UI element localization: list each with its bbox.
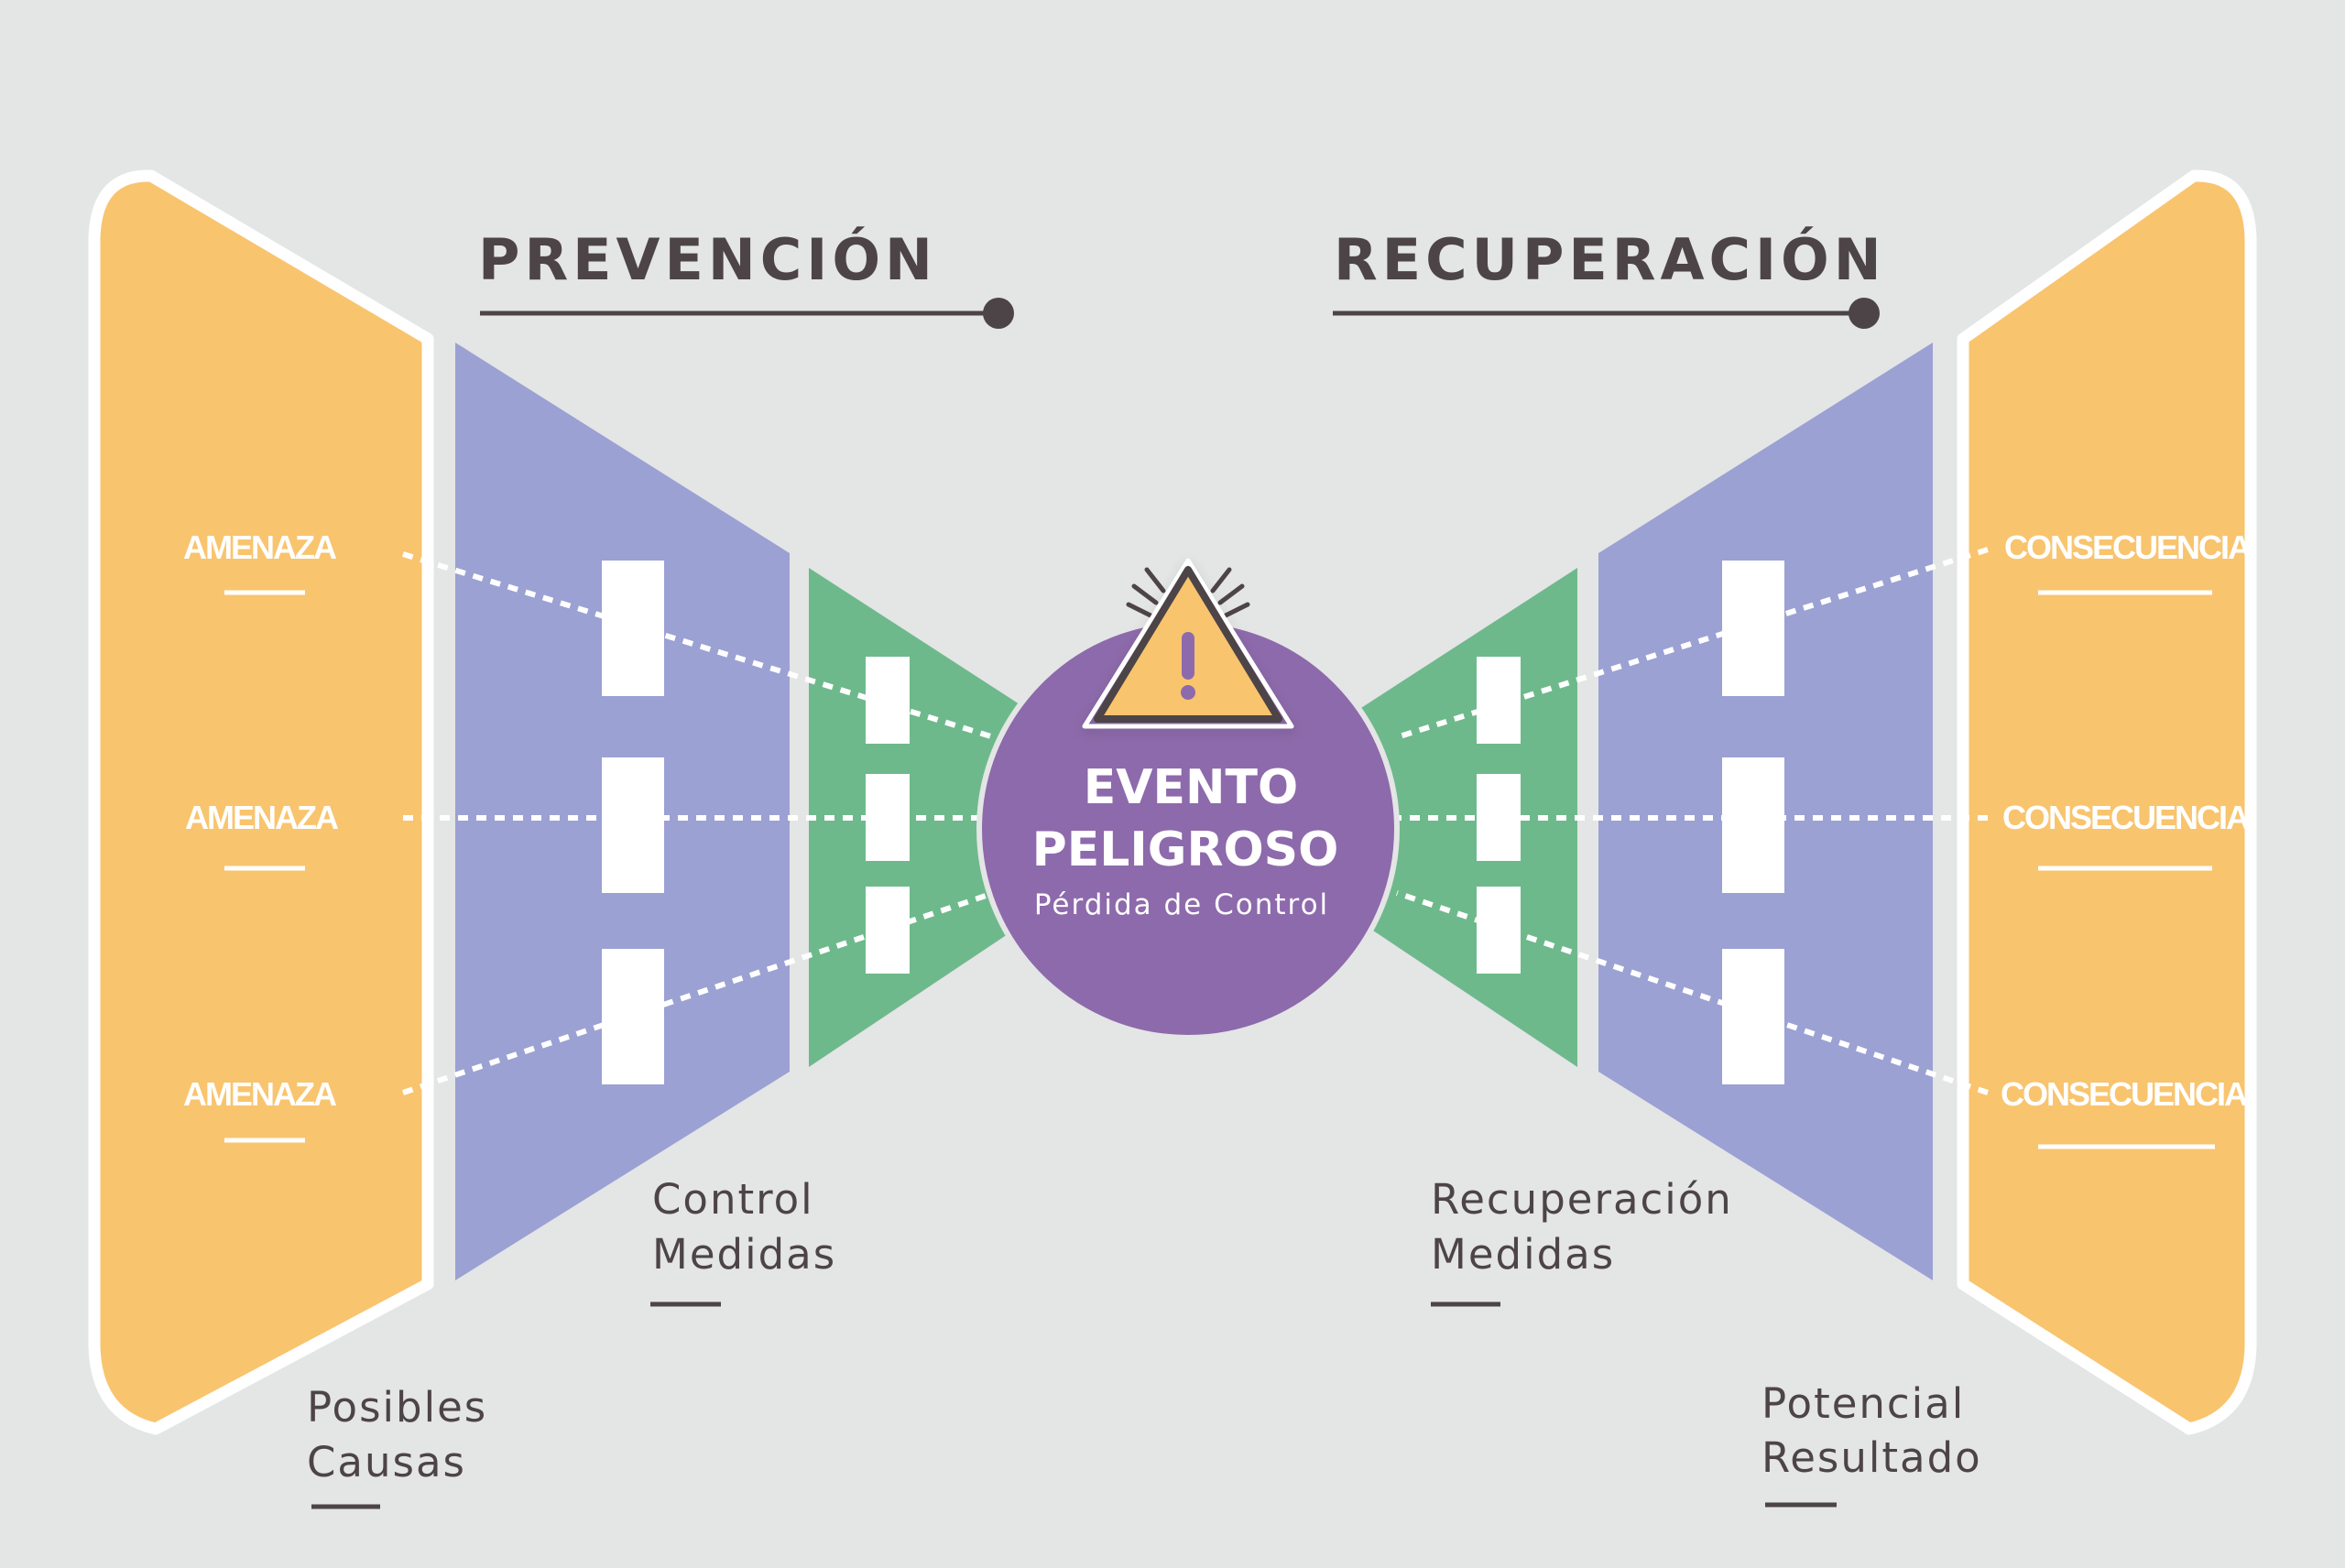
threat-label-1: AMENAZA <box>183 528 337 566</box>
barrier-right-3 <box>1722 949 1784 1084</box>
consequence-label-3: CONSECUENCIA <box>2001 1075 2248 1113</box>
caption-causes: Posibles Causas <box>307 1383 487 1509</box>
consequence-label-1: CONSECUENCIA <box>2004 528 2252 566</box>
caption-control-line1: Control <box>652 1175 814 1224</box>
caption-result-line2: Resultado <box>1761 1433 1982 1482</box>
threat-label-2: AMENAZA <box>185 799 339 836</box>
warning-icon <box>1082 558 1294 729</box>
caption-result-line1: Potencial <box>1761 1379 1965 1428</box>
event-title-line1: EVENTO <box>1084 760 1298 815</box>
consequence-label-2: CONSECUENCIA <box>2002 799 2250 836</box>
barrier-right-1 <box>1722 561 1784 696</box>
threat-labels: AMENAZA AMENAZA AMENAZA <box>183 528 341 1143</box>
recovery-dot <box>1849 298 1880 329</box>
caption-recovery: Recuperación Medidas <box>1431 1175 1733 1307</box>
threat-label-3: AMENAZA <box>183 1075 337 1113</box>
barrier-left-2 <box>602 757 664 893</box>
barrier-right-4 <box>1477 657 1521 744</box>
barrier-right-2 <box>1722 757 1784 893</box>
prevention-dot <box>983 298 1014 329</box>
caption-causes-line1: Posibles <box>307 1383 487 1432</box>
caption-recovery-line2: Medidas <box>1431 1230 1615 1279</box>
recovery-heading: RECUPERACIÓN <box>1334 226 1886 293</box>
caption-control: Control Medidas <box>650 1175 836 1307</box>
right-consequences-panel <box>1957 169 2257 1435</box>
barrier-right-5 <box>1477 774 1521 861</box>
consequence-labels: CONSECUENCIA CONSECUENCIA CONSECUENCIA <box>2001 528 2253 1149</box>
caption-recovery-line1: Recuperación <box>1431 1175 1733 1224</box>
barrier-right-6 <box>1477 887 1521 974</box>
caption-control-line2: Medidas <box>652 1230 836 1279</box>
left-causes-panel <box>88 169 434 1435</box>
prevention-heading: PREVENCIÓN <box>478 226 937 293</box>
barrier-left-1 <box>602 561 664 696</box>
event-title-line2: PELIGROSO <box>1032 822 1339 877</box>
right-inner-panel <box>1351 568 1577 1067</box>
barrier-left-3 <box>602 949 664 1084</box>
caption-result: Potencial Resultado <box>1761 1379 1982 1508</box>
event-subtitle: Pérdida de Control <box>1034 888 1329 921</box>
barrier-left-4 <box>866 657 910 744</box>
barrier-left-5 <box>866 774 910 861</box>
caption-causes-line2: Causas <box>307 1438 466 1486</box>
barriers <box>602 561 1784 1084</box>
barrier-left-6 <box>866 887 910 974</box>
